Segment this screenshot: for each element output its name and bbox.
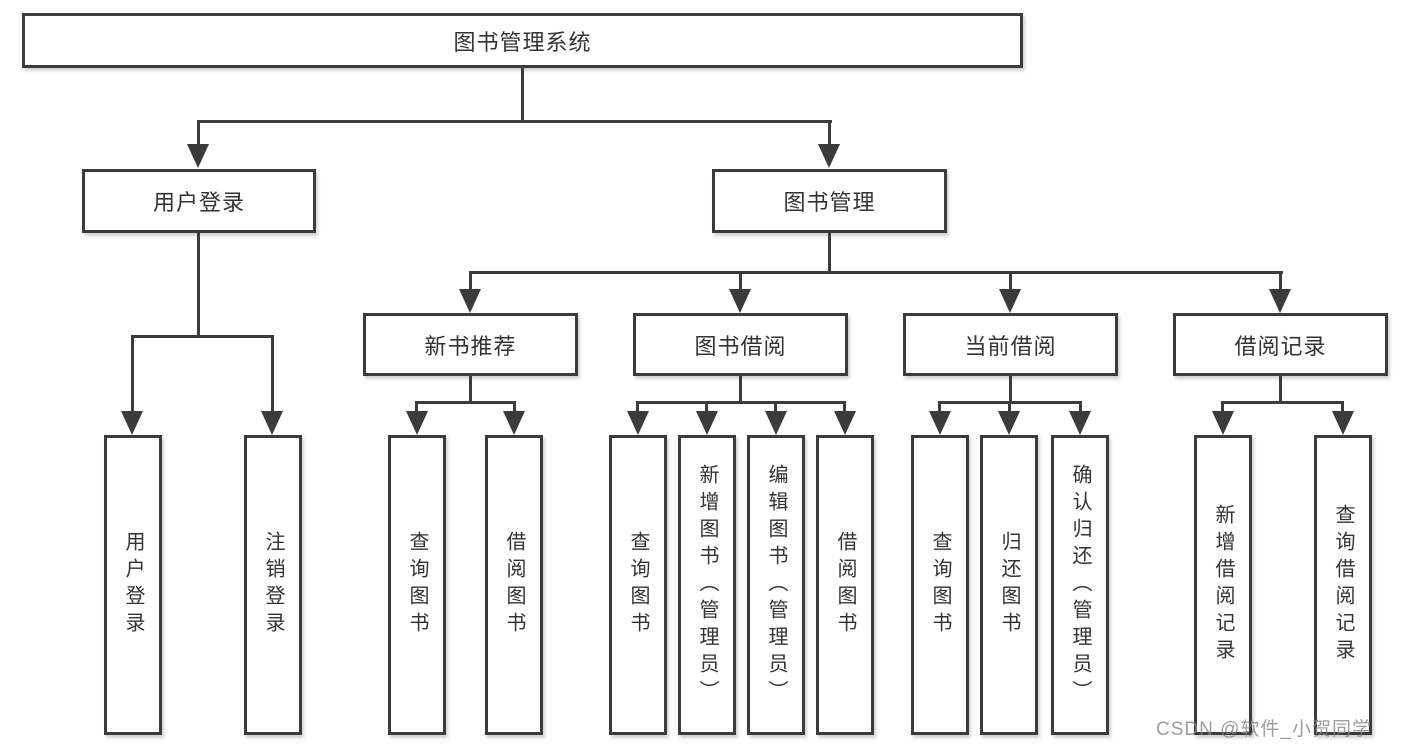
node-borrow-records-label: 借阅记录 — [1234, 333, 1327, 359]
connector-line — [1079, 401, 1082, 413]
connector-line — [1279, 271, 1282, 290]
connector-line — [271, 335, 274, 413]
arrowhead-down — [1069, 411, 1091, 435]
connector-line — [739, 271, 742, 290]
connector-line — [1221, 401, 1224, 413]
connector-line — [198, 120, 832, 123]
connector-line — [705, 401, 708, 413]
leaf-edit-books-admin: 编辑图书（管理员） — [747, 435, 805, 735]
arrowhead-down — [261, 411, 283, 435]
connector-line — [739, 376, 742, 403]
leaf-confirm-return-admin: 确认归还（管理员） — [1051, 435, 1109, 735]
arrowhead-down — [999, 289, 1021, 313]
arrowhead-down — [818, 144, 840, 168]
arrowhead-down — [696, 411, 718, 435]
leaf-return-books: 归还图书 — [980, 435, 1038, 735]
leaf-query-borrow-record: 查询借阅记录 — [1314, 435, 1372, 735]
node-book-mgmt-label: 图书管理 — [783, 190, 876, 215]
leaf-newbook-borrow-books: 借阅图书 — [485, 435, 543, 735]
connector-line — [415, 401, 418, 413]
leaf-add-borrow-record: 新增借阅记录 — [1194, 435, 1252, 735]
arrowhead-down — [459, 289, 481, 313]
leaf-logout-label: 注销登录 — [262, 531, 284, 639]
connector-line — [843, 401, 846, 413]
leaf-borrow-borrow-books-label: 借阅图书 — [834, 531, 856, 639]
node-current-borrow: 当前借阅 — [903, 313, 1118, 376]
connector-line — [636, 401, 639, 413]
connector-line — [1279, 376, 1282, 403]
connector-line — [1009, 271, 1012, 290]
arrowhead-down — [187, 144, 209, 168]
leaf-edit-books-admin-label: 编辑图书（管理员） — [765, 463, 787, 707]
leaf-user-login: 用户登录 — [104, 435, 162, 735]
leaf-borrow-borrow-books: 借阅图书 — [816, 435, 874, 735]
arrowhead-down — [406, 411, 428, 435]
connector-line — [828, 120, 831, 146]
csdn-watermark: CSDN @软件_小贺同学 — [1156, 719, 1372, 740]
node-root: 图书管理系统 — [22, 13, 1023, 68]
connector-line — [415, 401, 516, 404]
connector-line — [1008, 401, 1011, 413]
leaf-borrow-query-books: 查询图书 — [609, 435, 667, 735]
leaf-logout: 注销登录 — [244, 435, 302, 735]
leaf-borrow-query-books-label: 查询图书 — [627, 531, 649, 639]
leaf-add-books-admin: 新增图书（管理员） — [678, 435, 736, 735]
connector-line — [774, 401, 777, 413]
arrowhead-down — [729, 289, 751, 313]
leaf-newbook-query-books: 查询图书 — [388, 435, 446, 735]
arrowhead-down — [1332, 411, 1354, 435]
leaf-return-books-label: 归还图书 — [998, 531, 1020, 639]
arrowhead-down — [627, 411, 649, 435]
connector-line — [1341, 401, 1344, 413]
node-new-book-rec-label: 新书推荐 — [424, 333, 517, 359]
arrowhead-down — [1212, 411, 1234, 435]
connector-line — [469, 271, 472, 290]
arrowhead-down — [929, 411, 951, 435]
node-book-borrow-label: 图书借阅 — [694, 333, 787, 359]
connector-line — [636, 401, 846, 404]
leaf-user-login-label: 用户登录 — [122, 531, 144, 639]
connector-line — [521, 68, 524, 122]
node-user-login-label: 用户登录 — [152, 190, 245, 215]
leaf-add-books-admin-label: 新增图书（管理员） — [696, 463, 718, 707]
node-borrow-records: 借阅记录 — [1173, 313, 1388, 376]
connector-line — [131, 335, 274, 338]
leaf-current-query-books-label: 查询图书 — [929, 531, 951, 639]
arrowhead-down — [834, 411, 856, 435]
connector-line — [828, 233, 831, 273]
node-book-borrow: 图书借阅 — [633, 313, 848, 376]
connector-line — [131, 335, 134, 413]
connector-line — [1221, 401, 1344, 404]
leaf-newbook-query-books-label: 查询图书 — [406, 531, 428, 639]
arrowhead-down — [765, 411, 787, 435]
leaf-add-borrow-record-label: 新增借阅记录 — [1212, 504, 1234, 666]
connector-line — [513, 401, 516, 413]
node-current-borrow-label: 当前借阅 — [964, 333, 1057, 359]
node-new-book-rec: 新书推荐 — [363, 313, 578, 376]
connector-line — [938, 401, 941, 413]
arrowhead-down — [1269, 289, 1291, 313]
leaf-confirm-return-admin-label: 确认归还（管理员） — [1069, 463, 1091, 707]
connector-line — [197, 233, 200, 337]
leaf-query-borrow-record-label: 查询借阅记录 — [1332, 504, 1354, 666]
arrowhead-down — [503, 411, 525, 435]
connector-line — [469, 271, 1283, 274]
connector-line — [1009, 376, 1012, 403]
node-root-label: 图书管理系统 — [453, 29, 592, 55]
connector-line — [197, 120, 200, 146]
node-user-login: 用户登录 — [82, 169, 316, 233]
connector-line — [469, 376, 472, 403]
leaf-current-query-books: 查询图书 — [911, 435, 969, 735]
node-book-mgmt: 图书管理 — [712, 169, 947, 233]
arrowhead-down — [998, 411, 1020, 435]
arrowhead-down — [121, 411, 143, 435]
leaf-newbook-borrow-books-label: 借阅图书 — [503, 531, 525, 639]
